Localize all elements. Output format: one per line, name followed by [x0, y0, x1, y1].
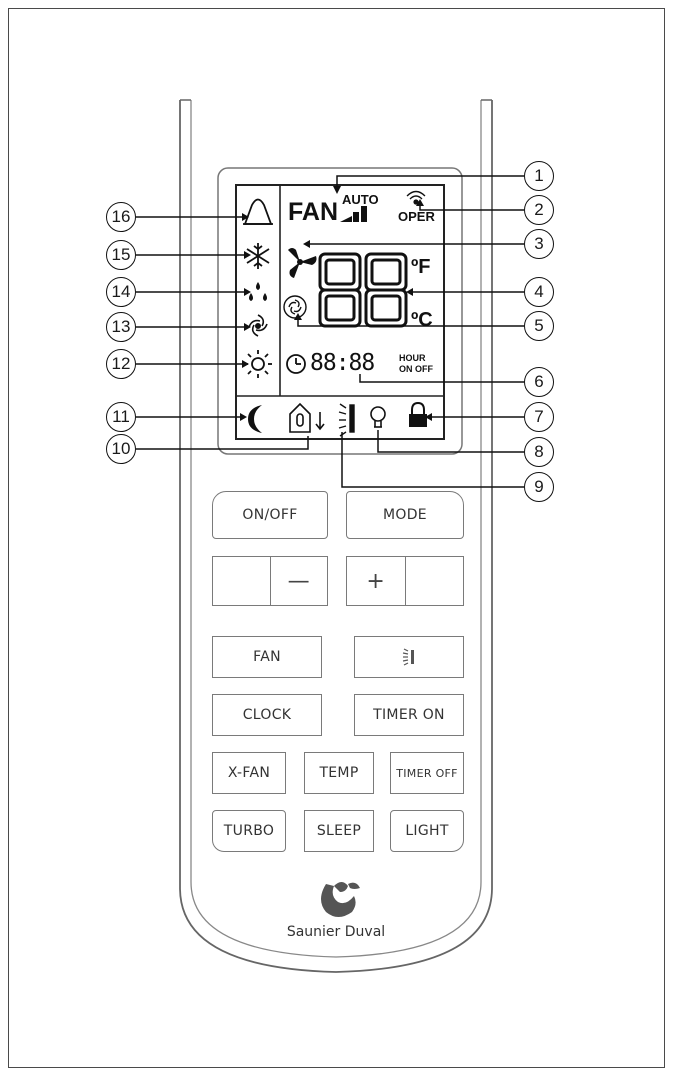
signal-icon: [406, 190, 426, 205]
swing-button[interactable]: [354, 636, 464, 678]
callout-9: 9: [524, 472, 554, 502]
x-fan-button[interactable]: X-FAN: [212, 752, 286, 794]
temp-button[interactable]: TEMP: [304, 752, 374, 794]
drops-icon: [249, 282, 267, 301]
temp-minus-rocker[interactable]: —: [212, 556, 328, 606]
brand-bird-icon: [321, 882, 360, 917]
page-frame: [8, 8, 665, 1068]
callout-6: 6: [524, 367, 554, 397]
bell-icon: [243, 198, 273, 225]
bulb-icon: [370, 406, 386, 428]
sleep-button[interactable]: SLEEP: [304, 810, 374, 852]
oper-display-label: OPER: [398, 209, 435, 224]
swing-button-icon: [402, 648, 414, 666]
hour-label: HOUR: [399, 353, 426, 363]
callout-16: 16: [106, 202, 136, 232]
remote-inner-outline: [190, 100, 482, 958]
temp-minus-button[interactable]: —: [269, 557, 328, 605]
timer-off-button[interactable]: TIMER OFF: [390, 752, 464, 794]
callout-12: 12: [106, 349, 136, 379]
callout-4: 4: [524, 277, 554, 307]
temp-plus-button[interactable]: +: [366, 568, 386, 594]
clock-icon: [286, 354, 306, 374]
callout-13: 13: [106, 312, 136, 342]
brand-name: Saunier Duval: [286, 924, 386, 940]
temp-segment-digits: [318, 252, 408, 328]
unit-celsius: ºC: [411, 309, 433, 331]
signal-bars-icon: [340, 206, 367, 222]
callout-7: 7: [524, 402, 554, 432]
timer-on-button[interactable]: TIMER ON: [354, 694, 464, 736]
temp-plus-blank[interactable]: [404, 557, 464, 605]
temp-plus-rocker[interactable]: +: [346, 556, 464, 606]
moon-icon: [248, 405, 262, 433]
snowflake-icon: [246, 243, 270, 269]
unit-fahrenheit: ºF: [411, 256, 431, 278]
callout-2: 2: [524, 195, 554, 225]
leader-arrowheads: [240, 186, 432, 421]
callout-11: 11: [106, 402, 136, 432]
remote-outline: [179, 100, 493, 973]
callout-5: 5: [524, 311, 554, 341]
light-button[interactable]: LIGHT: [390, 810, 464, 852]
turbo-button[interactable]: TURBO: [212, 810, 286, 852]
temp-minus-blank[interactable]: [213, 557, 270, 605]
swing-icon: [338, 403, 355, 437]
fan-display-label: FAN: [288, 198, 338, 226]
lcd-outer-frame: [217, 167, 463, 455]
callout-3: 3: [524, 229, 554, 259]
fan-blade-icon: [288, 248, 317, 278]
callout-14: 14: [106, 277, 136, 307]
callout-10: 10: [106, 434, 136, 464]
clock-button[interactable]: CLOCK: [212, 694, 322, 736]
timer-digits: 88:88: [310, 350, 375, 376]
fan-button[interactable]: FAN: [212, 636, 322, 678]
lock-icon: [409, 401, 427, 427]
on-off-button[interactable]: ON/OFF: [212, 491, 328, 539]
home-icon: [289, 402, 325, 433]
callout-8: 8: [524, 437, 554, 467]
swirl-icon: [248, 314, 268, 337]
mode-button[interactable]: MODE: [346, 491, 464, 539]
lcd-screen: [235, 184, 445, 440]
callout-15: 15: [106, 240, 136, 270]
auto-display-label: AUTO: [342, 192, 379, 207]
turbo-swirl-icon: [283, 295, 307, 319]
callout-1: 1: [524, 161, 554, 191]
on-off-label: ON OFF: [399, 364, 433, 374]
